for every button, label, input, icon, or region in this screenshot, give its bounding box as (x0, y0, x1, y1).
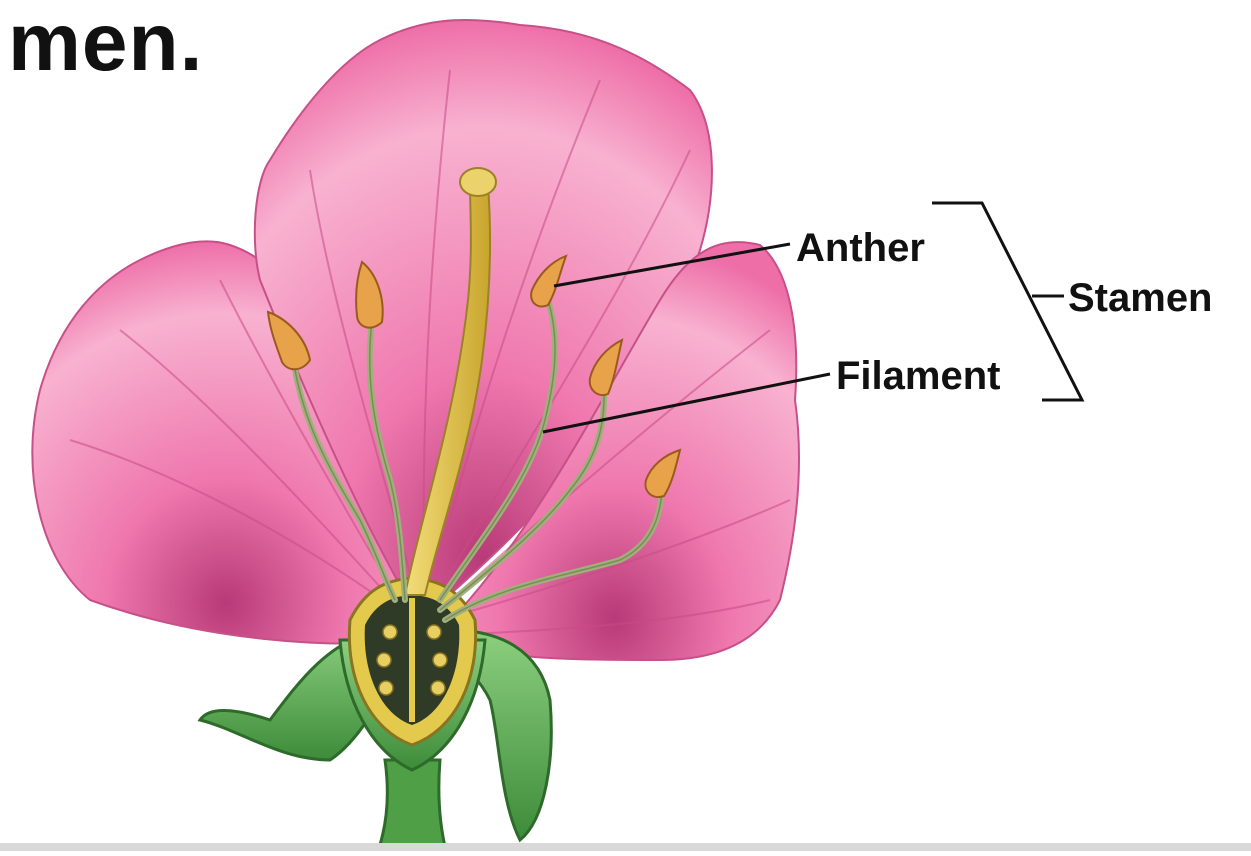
page-heading: men. (8, 2, 203, 84)
filament-label: Filament (836, 356, 1000, 396)
stamen-label: Stamen (1068, 278, 1213, 318)
anther-label: Anther (796, 228, 925, 268)
bottom-divider (0, 843, 1251, 851)
stem (378, 760, 446, 851)
stigma (460, 168, 496, 196)
